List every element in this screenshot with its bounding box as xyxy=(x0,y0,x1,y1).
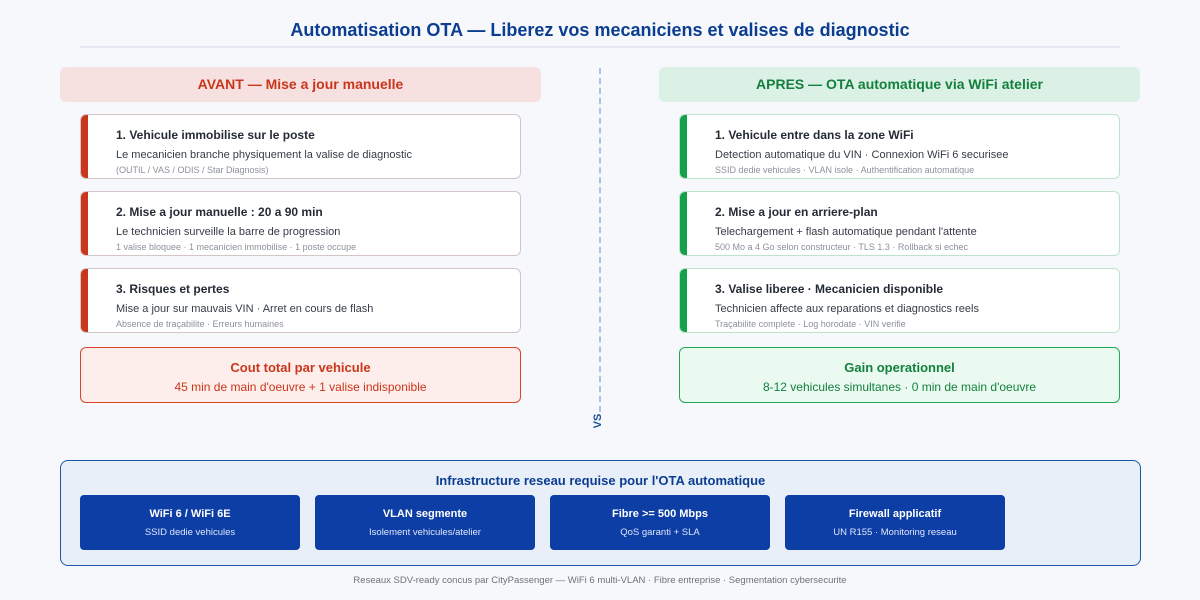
step-accent-bar xyxy=(81,269,88,332)
infra-card-subtitle: UN R155 · Monitoring reseau xyxy=(833,527,957,538)
after-step-3: 3. Valise liberee · Mecanicien disponibl… xyxy=(679,268,1120,333)
summary-title: Cout total par vehicule xyxy=(230,360,371,375)
infra-card-subtitle: SSID dedie vehicules xyxy=(144,527,236,538)
step-title: 3. Risques et pertes xyxy=(116,282,230,296)
step-description: Le mecanicien branche physiquement la va… xyxy=(116,149,412,161)
infrastructure-panel: Infrastructure reseau requise pour l'OTA… xyxy=(60,460,1141,566)
step-accent-bar xyxy=(680,192,687,255)
step-note: 500 Mo a 4 Go selon constructeur · TLS 1… xyxy=(715,242,968,252)
step-note: 1 valise bloquee · 1 mecanicien immobili… xyxy=(116,242,357,252)
summary-value: 8-12 vehicules simultanes · 0 min de mai… xyxy=(762,380,1037,394)
step-title: 2. Mise a jour manuelle : 20 a 90 min xyxy=(116,205,323,219)
after-header: APRES — OTA automatique via WiFi atelier xyxy=(659,67,1140,102)
step-title: 3. Valise liberee · Mecanicien disponibl… xyxy=(715,282,944,296)
infra-card-subtitle: QoS garanti + SLA xyxy=(620,527,700,538)
after-step-2: 2. Mise a jour en arriere-plan Telecharg… xyxy=(679,191,1120,256)
step-accent-bar xyxy=(81,115,88,178)
step-note: SSID dedie vehicules · VLAN isole · Auth… xyxy=(715,165,975,175)
step-description: Mise a jour sur mauvais VIN · Arret en c… xyxy=(116,303,374,315)
infra-card-title: Fibre >= 500 Mbps xyxy=(612,508,708,520)
summary-value: 45 min de main d'oeuvre + 1 valise indis… xyxy=(174,380,427,394)
before-header: AVANT — Mise a jour manuelle xyxy=(60,67,541,102)
step-title: 1. Vehicule immobilise sur le poste xyxy=(116,128,315,142)
vs-divider xyxy=(599,68,601,412)
step-description: Technicien affecte aux reparations et di… xyxy=(715,303,979,315)
infra-card-subtitle: Isolement vehicules/atelier xyxy=(369,527,481,538)
title-divider xyxy=(80,46,1120,48)
step-accent-bar xyxy=(81,192,88,255)
step-accent-bar xyxy=(680,269,687,332)
step-description: Telechargement + flash automatique penda… xyxy=(715,226,977,238)
before-step-3: 3. Risques et pertes Mise a jour sur mau… xyxy=(80,268,521,333)
after-step-1: 1. Vehicule entre dans la zone WiFi Dete… xyxy=(679,114,1120,179)
footer-text: Reseaux SDV-ready concus par CityPasseng… xyxy=(353,575,847,586)
page-title: Automatisation OTA — Liberez vos mecanic… xyxy=(290,20,910,40)
before-step-2: 2. Mise a jour manuelle : 20 a 90 min Le… xyxy=(80,191,521,256)
infra-card-title: VLAN segmente xyxy=(382,508,468,520)
step-description: Detection automatique du VIN · Connexion… xyxy=(715,149,1009,161)
infra-card-fibre: Fibre >= 500 Mbps QoS garanti + SLA xyxy=(550,495,770,550)
summary-title: Gain operationnel xyxy=(844,360,955,375)
infra-card-title: WiFi 6 / WiFi 6E xyxy=(149,508,231,520)
step-note: Traçabilite complete · Log horodate · VI… xyxy=(715,319,906,329)
infra-card-firewall: Firewall applicatif UN R155 · Monitoring… xyxy=(785,495,1005,550)
before-step-1: 1. Vehicule immobilise sur le poste Le m… xyxy=(80,114,521,179)
step-accent-bar xyxy=(680,115,687,178)
infra-card-title: Firewall applicatif xyxy=(848,508,942,520)
infra-card-wifi: WiFi 6 / WiFi 6E SSID dedie vehicules xyxy=(80,495,300,550)
step-title: 2. Mise a jour en arriere-plan xyxy=(715,205,878,219)
infrastructure-title: Infrastructure reseau requise pour l'OTA… xyxy=(435,473,766,488)
infra-card-vlan: VLAN segmente Isolement vehicules/atelie… xyxy=(315,495,535,550)
step-description: Le technicien surveille la barre de prog… xyxy=(116,226,341,238)
vs-label: VS xyxy=(592,413,604,429)
step-title: 1. Vehicule entre dans la zone WiFi xyxy=(715,128,914,142)
after-summary: Gain operationnel 8-12 vehicules simulta… xyxy=(679,347,1120,403)
step-note: Absence de traçabilite · Erreurs humaine… xyxy=(116,319,284,329)
before-summary: Cout total par vehicule 45 min de main d… xyxy=(80,347,521,403)
step-note: (OUTIL / VAS / ODIS / Star Diagnosis) xyxy=(116,165,269,175)
